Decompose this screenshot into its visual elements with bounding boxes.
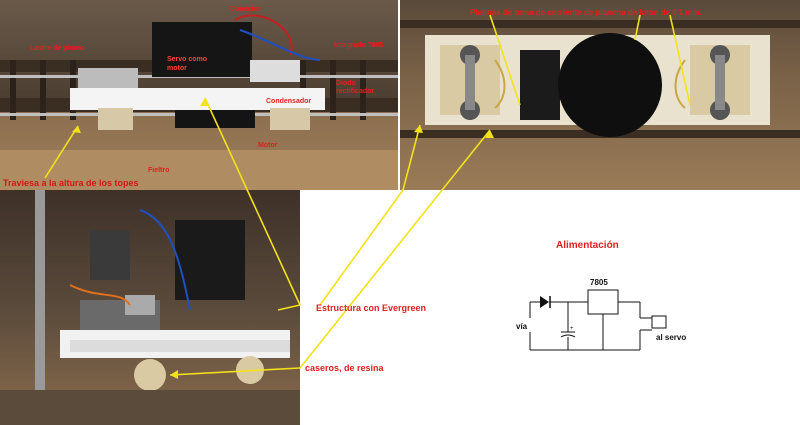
photo1-illustration [0,14,398,190]
photo3-illustration [0,190,300,425]
label-conector: Conector [230,6,261,13]
label-lastre: Lastre de plomo [30,45,85,52]
regulator-label: 7805 [590,278,608,287]
label-diodo: Diodo rectificador [336,80,375,95]
label-evergreen: Estructura con Evergreen [316,303,427,313]
label-motor: Motor [258,142,278,149]
label-servo: Servo como motor [167,56,208,72]
photo-top-left: Conector Lastre de plomo Servo como moto… [0,0,398,190]
label-fieltro: Fieltro [148,167,170,174]
photo-top-right: Pletinas de toma de corriente de plancha… [400,0,800,190]
label-integrado: Integrado 7805 [334,42,384,49]
circuit-title: Alimentación [556,240,619,251]
input-label: vía [516,322,528,331]
caption-pletinas: Pletinas de toma de corriente de plancha… [470,8,702,17]
label-condensador: Condensador [266,98,312,105]
label-resina: caseros, de resina [305,363,384,373]
output-label: al servo [656,333,687,342]
photo2-illustration [400,20,800,138]
caption-traviesa: Traviesa a la altura de los topes [3,178,139,188]
svg-text:+: + [570,326,574,332]
photo-bottom-left [0,190,300,425]
